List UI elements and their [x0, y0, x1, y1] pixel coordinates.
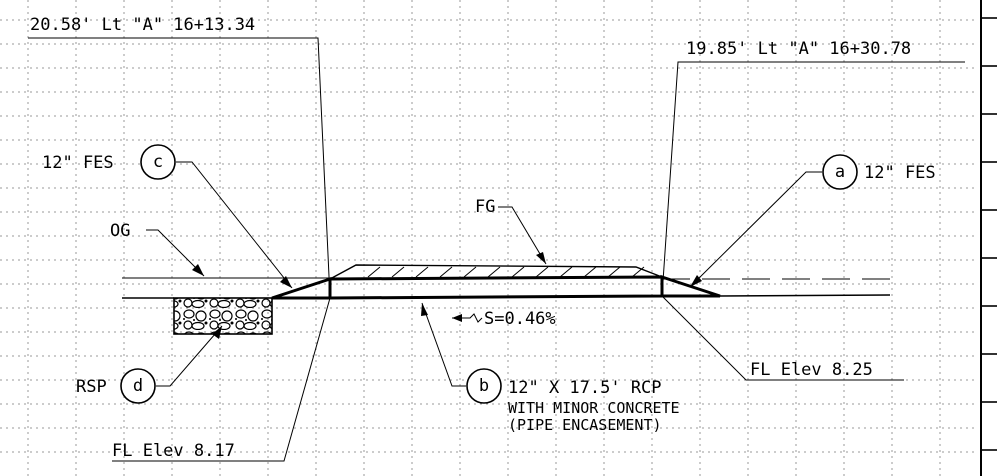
callout-b: b 12" X 17.5' RCP WITH MINOR CONCRETE (P… — [421, 302, 680, 434]
hatch-line — [511, 266, 525, 278]
hatch-line — [367, 266, 381, 278]
grid — [0, 0, 975, 476]
station-leaders — [28, 37, 965, 299]
hatch-line — [607, 266, 621, 278]
hatch-line — [559, 266, 573, 278]
rcp-pipe — [271, 274, 721, 300]
callout-d: RSP d — [76, 325, 223, 404]
fg-hatch — [329, 264, 663, 280]
elevation-right-label: FL Elev 8.25 — [750, 360, 873, 380]
callout-c-text: 12" FES — [42, 153, 114, 173]
slope-label-group: S=0.46% — [452, 309, 556, 329]
callout-a: a 12" FES — [689, 154, 936, 288]
callout-d-letter: d — [133, 376, 143, 396]
callout-b-line3: (PIPE ENCASEMENT) — [508, 416, 662, 434]
hatch-line — [391, 266, 405, 278]
elevation-leaders — [112, 295, 904, 462]
callout-d-text: RSP — [76, 377, 107, 397]
elevation-left-label: FL Elev 8.17 — [112, 441, 235, 461]
og-label: OG — [110, 221, 130, 241]
callout-c: 12" FES c — [42, 144, 293, 289]
station-left-label: 20.58' Lt "A" 16+13.34 — [30, 15, 255, 35]
slope-label: S=0.46% — [484, 309, 556, 329]
hatch-line — [439, 266, 453, 278]
fg-label: FG — [475, 197, 495, 217]
hatch-line — [535, 266, 549, 278]
hatch-line — [463, 266, 477, 278]
callout-b-line1: 12" X 17.5' RCP — [508, 378, 662, 398]
callout-c-letter: c — [153, 152, 163, 172]
og-line — [122, 277, 890, 280]
hatch-line — [631, 266, 645, 278]
callout-b-line2: WITH MINOR CONCRETE — [508, 399, 680, 417]
hatch-line — [415, 266, 429, 278]
callout-a-text: 12" FES — [864, 163, 936, 183]
callout-a-letter: a — [835, 162, 845, 182]
callout-b-letter: b — [479, 376, 489, 396]
fg-label-group: FG — [475, 197, 547, 265]
station-right-label: 19.85' Lt "A" 16+30.78 — [686, 39, 911, 59]
og-label-group: OG — [110, 221, 205, 277]
sheet-border — [980, 0, 997, 476]
hatch-line — [583, 266, 597, 278]
rsp-rock-fill — [173, 297, 273, 335]
hatch-line — [487, 266, 501, 278]
